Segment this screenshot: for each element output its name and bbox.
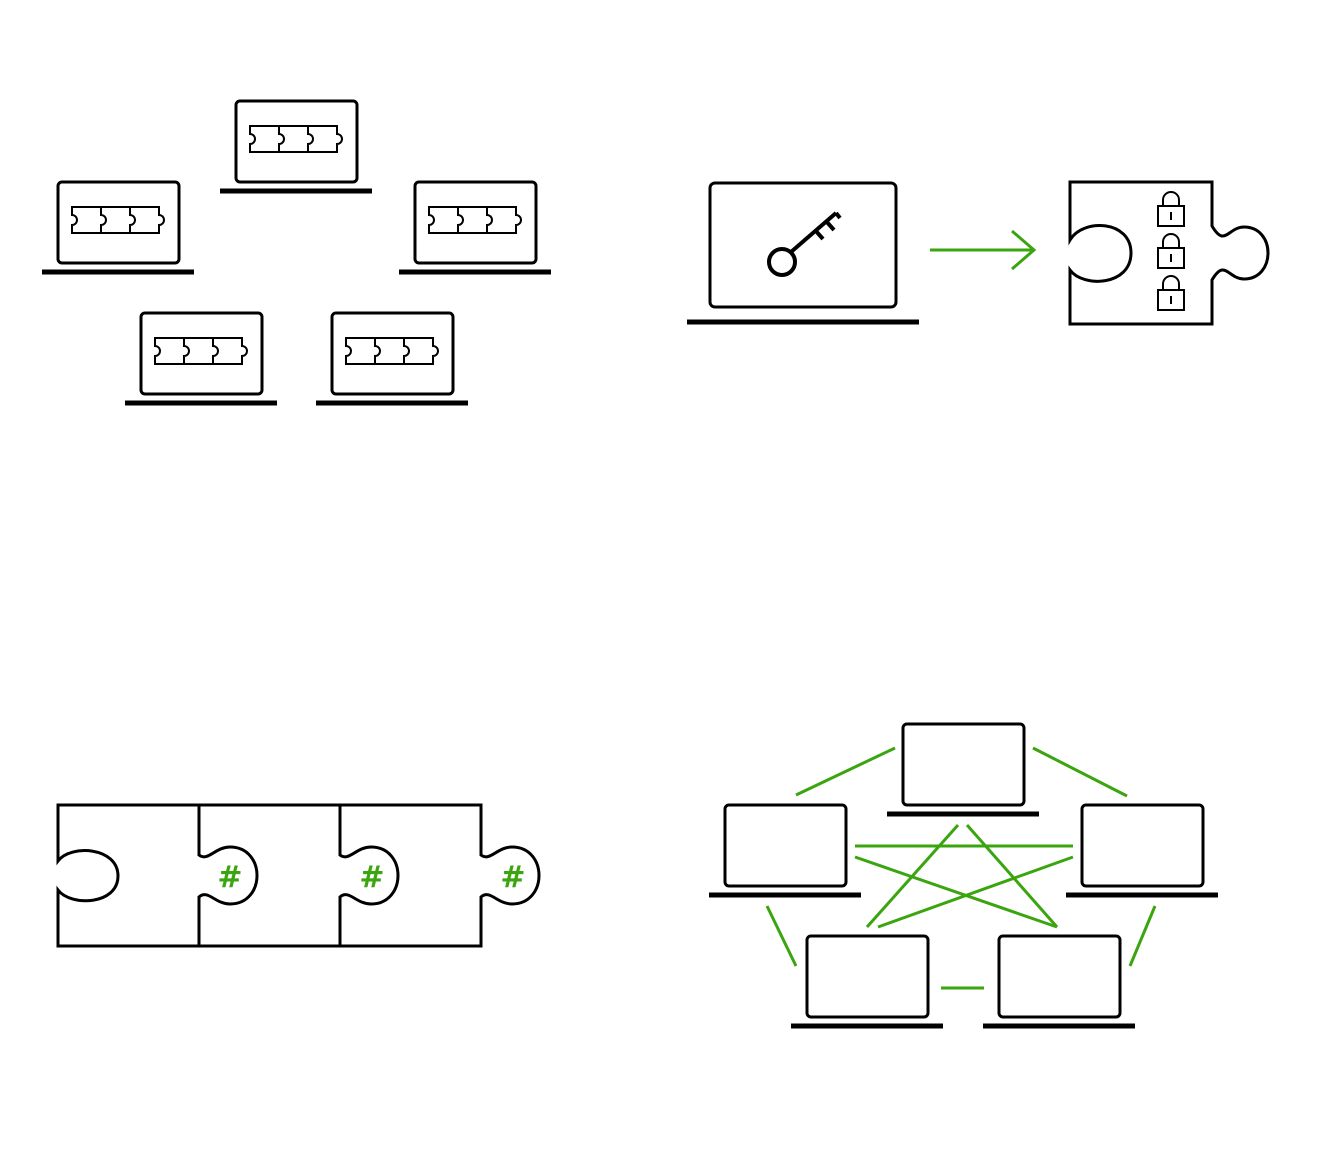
hash-symbol: # [500,860,525,895]
laptop-icon [687,181,919,325]
block-divider [129,207,136,233]
block-chain-icon [154,337,248,365]
network-laptops [709,722,1218,1029]
laptop-icon [1066,803,1218,898]
connection-line [854,855,1058,929]
block-chain-icon [249,125,343,153]
hash-symbol: # [359,860,384,895]
laptop-with-block-chain-icon [316,311,468,406]
block-divider [197,805,259,946]
laptop-icon [887,722,1039,817]
block-chain-icon [428,206,522,234]
padlock-icon [1157,275,1185,311]
arrow-right-icon [930,229,1037,271]
connection-line [765,905,798,967]
network-connections [765,746,1157,990]
key-icon [767,211,842,277]
block-divider [403,338,410,364]
laptop-with-block-chain-icon [42,180,194,275]
laptop-screen [234,99,359,184]
block-chain-icon [345,337,439,365]
connection-line [795,746,896,797]
connection-line [965,824,1059,928]
padlock-icon [1157,191,1185,227]
connection-line [1128,905,1157,967]
laptop-screen [1080,803,1205,888]
peer-network-panel [709,722,1218,1029]
laptop-screen [56,180,181,265]
laptop-screen [997,934,1122,1019]
laptop-screen [330,311,455,396]
laptop-screen [723,803,848,888]
laptop-with-block-chain-icon [125,311,277,406]
block-divider [457,207,464,233]
block-divider [486,207,493,233]
block-divider [338,805,400,946]
laptop-with-block-chain-icon [220,99,372,194]
laptop-with-block-chain-icon [399,180,551,275]
block-chain-icon [71,206,165,234]
laptop-screen [805,934,930,1019]
distributed-ledger-panel [42,99,551,406]
laptop-screen [413,180,538,265]
hash-symbol: # [217,860,242,895]
laptop-screen [901,722,1026,807]
connection-line [865,824,960,928]
laptop-icon [791,934,943,1029]
encryption-panel [687,180,1270,326]
padlock-group [1157,191,1185,311]
laptop-icon [709,803,861,898]
laptop-icon [983,934,1135,1029]
padlock-icon [1157,233,1185,269]
block-divider [183,338,190,364]
hash-chain-outline [56,803,541,948]
block-divider [100,207,107,233]
connection-line [877,855,1074,929]
block-divider [278,126,285,152]
connection-line [1032,746,1128,798]
block-divider [307,126,314,152]
hash-chain-panel: # # # [56,803,541,948]
puzzle-piece-icon [1068,180,1270,326]
block-divider [374,338,381,364]
block-divider [212,338,219,364]
laptop-screen [139,311,264,396]
